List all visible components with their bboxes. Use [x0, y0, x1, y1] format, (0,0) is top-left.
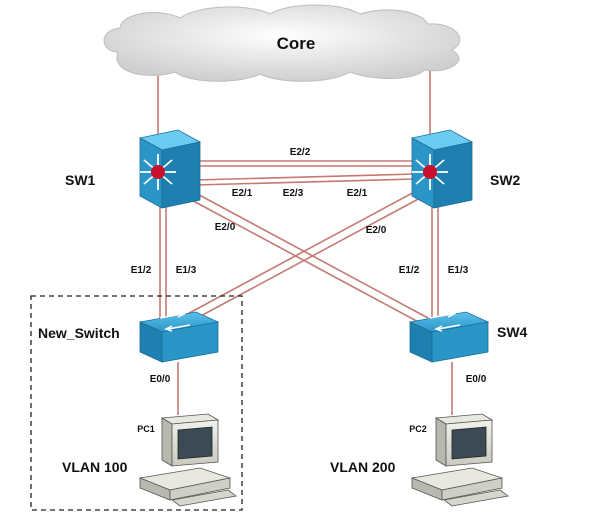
- pc1-label: PC1: [137, 424, 155, 434]
- new-switch-label: New_Switch: [38, 325, 120, 341]
- port-label: E0/0: [150, 374, 171, 385]
- links: [157, 60, 453, 415]
- link-sw1-sw4-b: [185, 196, 425, 326]
- core-label: Core: [277, 34, 316, 53]
- new-switch-icon: [138, 311, 220, 363]
- port-label: E0/0: [466, 374, 487, 385]
- sw4-label: SW4: [497, 324, 528, 340]
- link-sw2-newsw-b: [183, 196, 423, 326]
- vlan-100-label: VLAN 100: [62, 459, 128, 475]
- link-sw2-newsw-a: [179, 189, 419, 319]
- link-sw1-sw2-d: [194, 178, 416, 186]
- sw4-switch-icon: [408, 311, 490, 363]
- port-label: E2/2: [290, 147, 311, 158]
- port-label: E1/3: [448, 265, 469, 276]
- vlan-200-label: VLAN 200: [330, 459, 396, 475]
- port-label: E2/3: [283, 188, 304, 199]
- pc2-label: PC2: [409, 424, 427, 434]
- port-label: E2/0: [215, 222, 236, 233]
- sw1-label: SW1: [65, 172, 96, 188]
- port-label: E1/2: [399, 265, 420, 276]
- port-label: E2/1: [232, 188, 253, 199]
- link-sw1-sw2-c: [194, 173, 416, 181]
- core-cloud-icon: [103, 4, 461, 82]
- new-switch-boundary: [30, 295, 243, 511]
- pc1-computer-icon: [138, 413, 237, 507]
- port-label: E2/0: [366, 225, 387, 236]
- pc2-computer-icon: [410, 413, 509, 507]
- link-sw1-sw4-a: [189, 189, 429, 319]
- port-label: E1/2: [131, 265, 152, 276]
- port-label: E2/1: [347, 188, 368, 199]
- sw2-label: SW2: [490, 172, 521, 188]
- sw1-multilayer-switch-icon: [138, 129, 202, 209]
- sw2-multilayer-switch-icon: [410, 129, 474, 209]
- port-label: E1/3: [176, 265, 197, 276]
